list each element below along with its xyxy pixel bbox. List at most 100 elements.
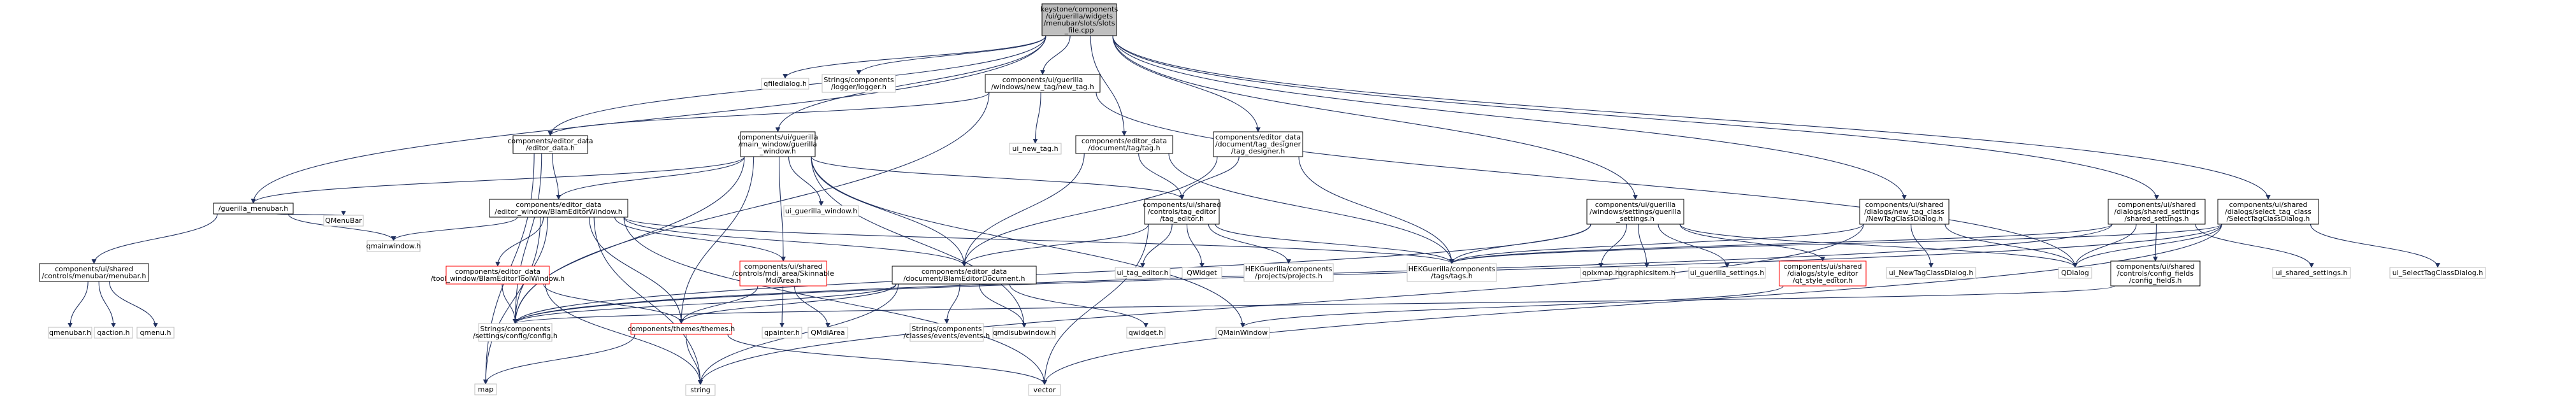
node-box: [1144, 199, 1220, 225]
node-label-line: _file.cpp: [1064, 26, 1094, 34]
node-label-line: components/ui/shared: [744, 262, 823, 271]
edge-root-to-tag-designer: [1112, 35, 1261, 132]
node-label-line: /shared_settings.h: [2124, 215, 2189, 223]
node-label-line: qmainwindow.h: [366, 242, 421, 250]
node-box: [1586, 199, 1684, 225]
node-label-line: components/editor_data: [516, 201, 601, 209]
edge-new-tag-class-dialog-to-qdialog-ext: [1944, 224, 2078, 268]
node-tag-designer[interactable]: components/editor_data/document/tag_desi…: [1213, 131, 1303, 157]
node-box: [821, 74, 896, 93]
node-select-tag-class[interactable]: components/ui/shared/dialogs/select_tag_…: [2217, 199, 2319, 225]
edge-guerilla-settings-to-ui-guerilla-settings: [1658, 224, 1730, 268]
node-box: [992, 327, 1056, 339]
edge-tag-editor-to-qwidget-ext: [1186, 224, 1205, 268]
edge-shared-settings-to-qdialog-ext: [2073, 224, 2137, 268]
node-box: [740, 131, 816, 157]
node-box: [2110, 260, 2201, 287]
node-label-line: Strings/components: [480, 325, 550, 333]
edge-blam-editor-window-to-map-ext: [483, 217, 541, 385]
node-label-line: vector: [1034, 386, 1056, 394]
node-label-line: components/ui/guerilla: [1002, 76, 1083, 84]
edge-tag-editor-to-tags-h: [1215, 224, 1454, 264]
edge-select-tag-class-to-ui-select-tag-class: [2310, 224, 2440, 268]
node-guerilla-settings[interactable]: components/ui/guerilla/windows/settings/…: [1586, 199, 1684, 225]
edge-new-tag-class-dialog-to-string-ext: [698, 224, 1864, 385]
node-box: [761, 78, 809, 90]
node-ui-new-tag-class-dialog: ui_NewTagClassDialog.h: [1886, 267, 1976, 279]
edge-blam-editor-window-to-qmainwindow-h: [391, 217, 518, 241]
edge-tag-designer-to-tags-h: [1298, 156, 1454, 264]
node-label-line: /main_window/guerilla: [739, 140, 817, 148]
edge-blam-editor-window-to-vector-ext: [623, 217, 1047, 385]
node-label-line: /document/BlamEditorDocument.h: [904, 274, 1025, 283]
node-label-line: components/ui/shared: [2118, 201, 2196, 209]
node-box: [213, 202, 294, 215]
edge-root-to-shared-settings: [1112, 35, 2159, 200]
node-label-line: qaction.h: [97, 329, 129, 337]
node-tag-editor[interactable]: components/ui/shared/controls/tag_editor…: [1143, 199, 1221, 225]
node-string-ext: string: [685, 384, 716, 396]
edge-main-window-to-themes-h: [679, 156, 755, 324]
node-label-line: ui_SelectTagClassDialog.h: [2392, 269, 2484, 277]
node-label-line: /windows/settings/guerilla: [1589, 208, 1681, 216]
edge-qt-style-editor-to-qmainwindow-ext: [1240, 285, 1784, 328]
node-label-line: /editor_window/BlamEditorWindow.h: [495, 208, 622, 216]
node-label-line: qgraphicsitem.h: [1618, 269, 1675, 277]
edge-guerilla-settings-to-config-h: [512, 224, 1591, 324]
node-config-fields[interactable]: components/ui/shared/controls/config_fie…: [2110, 260, 2201, 287]
edge-new-tag-to-editor-data: [547, 92, 990, 136]
edge-tag-h-to-tags-h: [1168, 153, 1454, 264]
node-qmenubar-ext: QMenuBar: [323, 215, 364, 227]
edge-select-tag-class-to-tags-h: [1449, 224, 2222, 264]
node-label-line: /menubar/slots/slots: [1044, 19, 1115, 27]
node-label-line: qmenubar.h: [49, 329, 91, 337]
node-label-line: QWidget: [1187, 269, 1217, 277]
node-box: [474, 383, 497, 395]
node-box: [985, 74, 1101, 93]
node-config-h: Strings/components/settings/config/confi…: [473, 323, 558, 342]
node-blam-editor-window[interactable]: components/editor_data/editor_window/Bla…: [489, 199, 628, 218]
node-label-line: /config_fields.h: [2129, 276, 2182, 285]
node-box: [1886, 267, 1976, 279]
node-skinnable-mdi[interactable]: components/ui/shared/controls/mdi_area/S…: [732, 260, 834, 287]
node-guerilla-menubar[interactable]: /guerilla_menubar.h: [213, 202, 294, 215]
node-themes-h[interactable]: components/themes/themes.h: [628, 323, 735, 335]
node-editor-data[interactable]: components/editor_data/editor_data.h: [507, 135, 593, 154]
node-qmainwindow-ext: QMainWindow: [1215, 327, 1270, 339]
node-box: [366, 240, 421, 252]
edge-editor-data-to-blam-editor-window: [552, 153, 561, 200]
node-label-line: string: [690, 386, 711, 394]
node-projects-h: HEKGuerilla/components/projects/projects…: [1243, 263, 1334, 282]
node-label-line: /document/tag/tag.h: [1088, 144, 1160, 152]
node-qwidget-ext: QWidget: [1182, 267, 1222, 279]
node-label-line: qmenu.h: [140, 329, 171, 337]
node-main-window[interactable]: components/ui/guerilla/main_window/gueri…: [737, 131, 818, 157]
node-box: [39, 263, 149, 282]
node-label-line: keystone/components: [1041, 5, 1118, 13]
node-blam-editor-document[interactable]: components/editor_data/document/BlamEdit…: [892, 266, 1037, 285]
node-tag-h[interactable]: components/editor_data/document/tag/tag.…: [1075, 135, 1173, 154]
node-label-line: components/ui/guerilla: [1595, 201, 1676, 209]
node-shared-settings[interactable]: components/ui/shared/dialogs/shared_sett…: [2108, 199, 2206, 225]
node-qpixmap-h: qpixmap.h: [1580, 267, 1622, 279]
node-new-tag-class-dialog[interactable]: components/ui/shared/dialogs/new_tag_cla…: [1859, 199, 1950, 225]
node-box: [48, 327, 92, 339]
node-label-line: components/ui/guerilla: [737, 133, 818, 141]
node-new-tag[interactable]: components/ui/guerilla/windows/new_tag/n…: [985, 74, 1101, 93]
node-label-line: _settings.h: [1616, 215, 1654, 223]
node-ui-tag-editor: ui_tag_editor.h: [1115, 267, 1171, 279]
node-box: [739, 260, 827, 287]
node-qt-style-editor[interactable]: components/ui/shared/dialogs/style_edito…: [1779, 260, 1867, 287]
node-controls-menubar[interactable]: components/ui/shared/controls/menubar/me…: [39, 263, 149, 282]
edge-root-to-tag-h: [1090, 35, 1127, 136]
node-label-line: /document/tag_designer: [1215, 140, 1301, 148]
node-box: [807, 327, 848, 339]
node-box: [1075, 135, 1173, 154]
node-blam-tool-window[interactable]: components/editor_data/tool_window/BlamE…: [431, 266, 565, 285]
node-label-line: /controls/menubar/menubar.h: [42, 272, 147, 280]
node-label-line: /dialogs/new_tag_class: [1864, 208, 1944, 216]
node-label-line: /editor_data.h: [526, 144, 575, 152]
node-box: [512, 135, 588, 154]
node-label-line: components/editor_data: [1215, 133, 1301, 141]
